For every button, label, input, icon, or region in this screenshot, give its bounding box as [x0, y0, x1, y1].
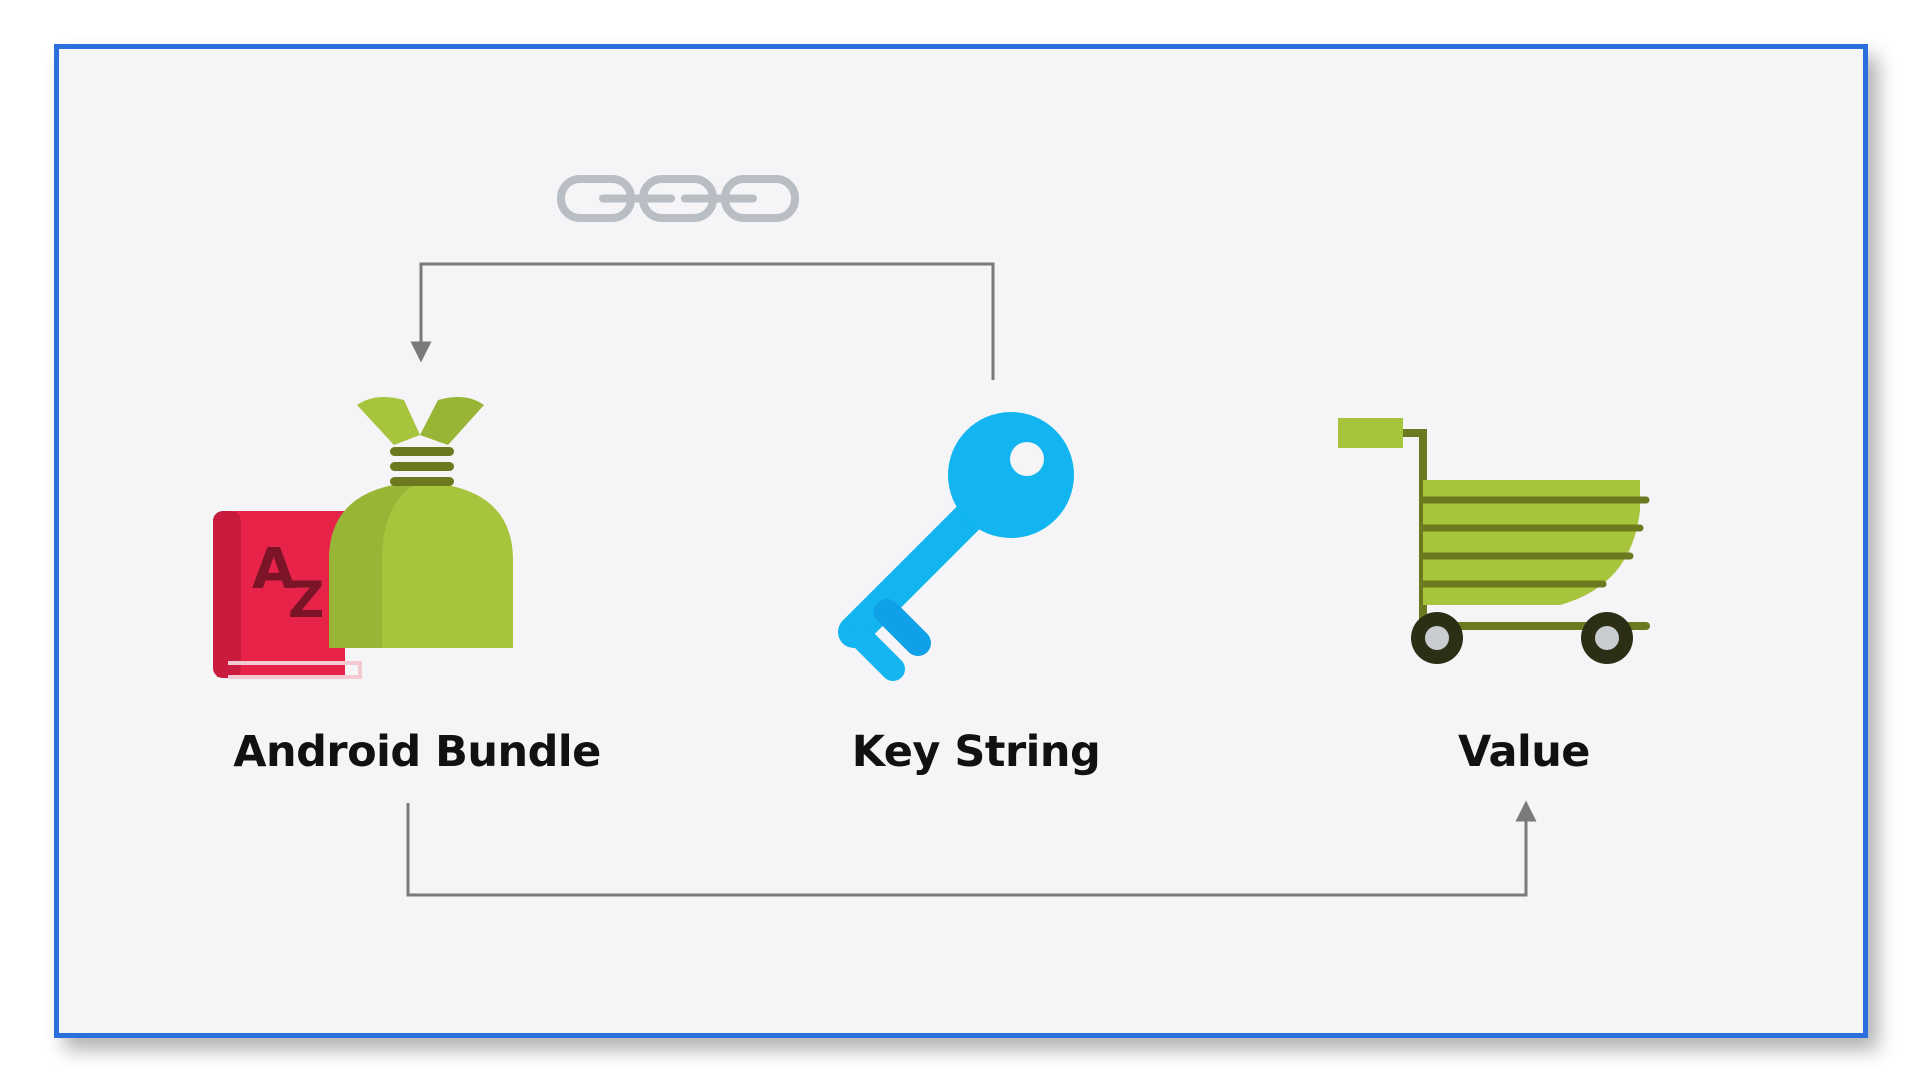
connector-key-to-bundle [410, 262, 995, 380]
android-bundle-label: Android Bundle [233, 727, 601, 777]
value-label: Value [1458, 727, 1590, 777]
book-letter-z: Z [288, 571, 324, 629]
chain-link-icon [557, 175, 799, 222]
cart-wheel-right [1581, 612, 1633, 664]
shopping-cart-icon [1338, 418, 1650, 664]
book-letter-a: A [252, 537, 296, 602]
dictionary-book-icon: A Z [213, 511, 362, 679]
key-string-label: Key String [851, 727, 1101, 777]
cart-wheel-left [1411, 612, 1463, 664]
connector-bundle-to-value [406, 800, 1537, 897]
bag-with-dictionary-icon: A Z [213, 396, 513, 679]
money-bag-icon [329, 396, 513, 648]
key-icon [838, 412, 1074, 681]
